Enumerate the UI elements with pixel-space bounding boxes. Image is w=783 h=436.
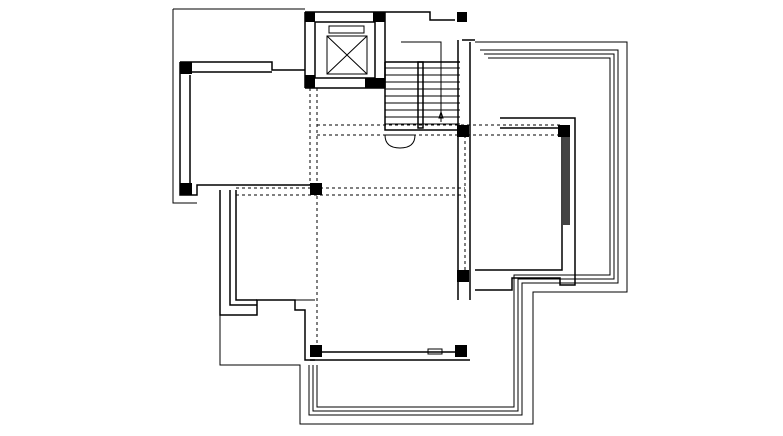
inner-roof-outline-3 [316,57,611,408]
right-room-inner-wall [475,127,563,271]
left-wing-outer-wall [179,62,310,196]
column [558,125,570,137]
inner-roof-outline-2 [312,53,615,412]
right-room-outer-wall [475,117,576,291]
stair-arrow-icon [438,110,444,119]
beam-horizontal-top [317,124,560,136]
column [180,62,192,74]
beam-vertical-right [464,135,471,275]
stair-outline [401,41,442,122]
bottom-wall [310,351,470,361]
walls [179,11,576,361]
elevator-counterweight [328,25,365,34]
column [310,345,322,357]
column [373,12,385,22]
outer-roof-outline [219,41,628,425]
column [310,183,322,195]
lower-left-inner-wall [229,190,257,306]
stair-treads [385,67,460,125]
roof-outlines [172,8,628,425]
bottom-window [427,348,443,355]
right-wall-hatch [563,135,570,225]
column [305,75,315,88]
double-door[interactable] [384,134,416,149]
column [365,78,385,88]
columns [180,12,570,357]
column [180,183,192,195]
beam-horizontal-middle [236,187,465,196]
beam-vertical-left [309,88,318,350]
column [305,12,315,22]
central-right-wall [457,39,475,300]
column [457,270,469,282]
column [457,12,467,22]
left-roof-outline [172,8,305,204]
elevator-car [326,35,368,75]
stair [384,41,462,149]
stair-handrail [417,61,424,129]
elevator-cross-icon [326,35,368,75]
elevator-shaft [314,21,376,79]
elevator-core-wall [304,11,455,89]
inner-roof-outline-1 [308,49,619,416]
column [457,125,469,137]
left-wing-top-wall [180,61,305,71]
column [455,345,467,357]
lower-left-outer-wall [219,190,315,361]
